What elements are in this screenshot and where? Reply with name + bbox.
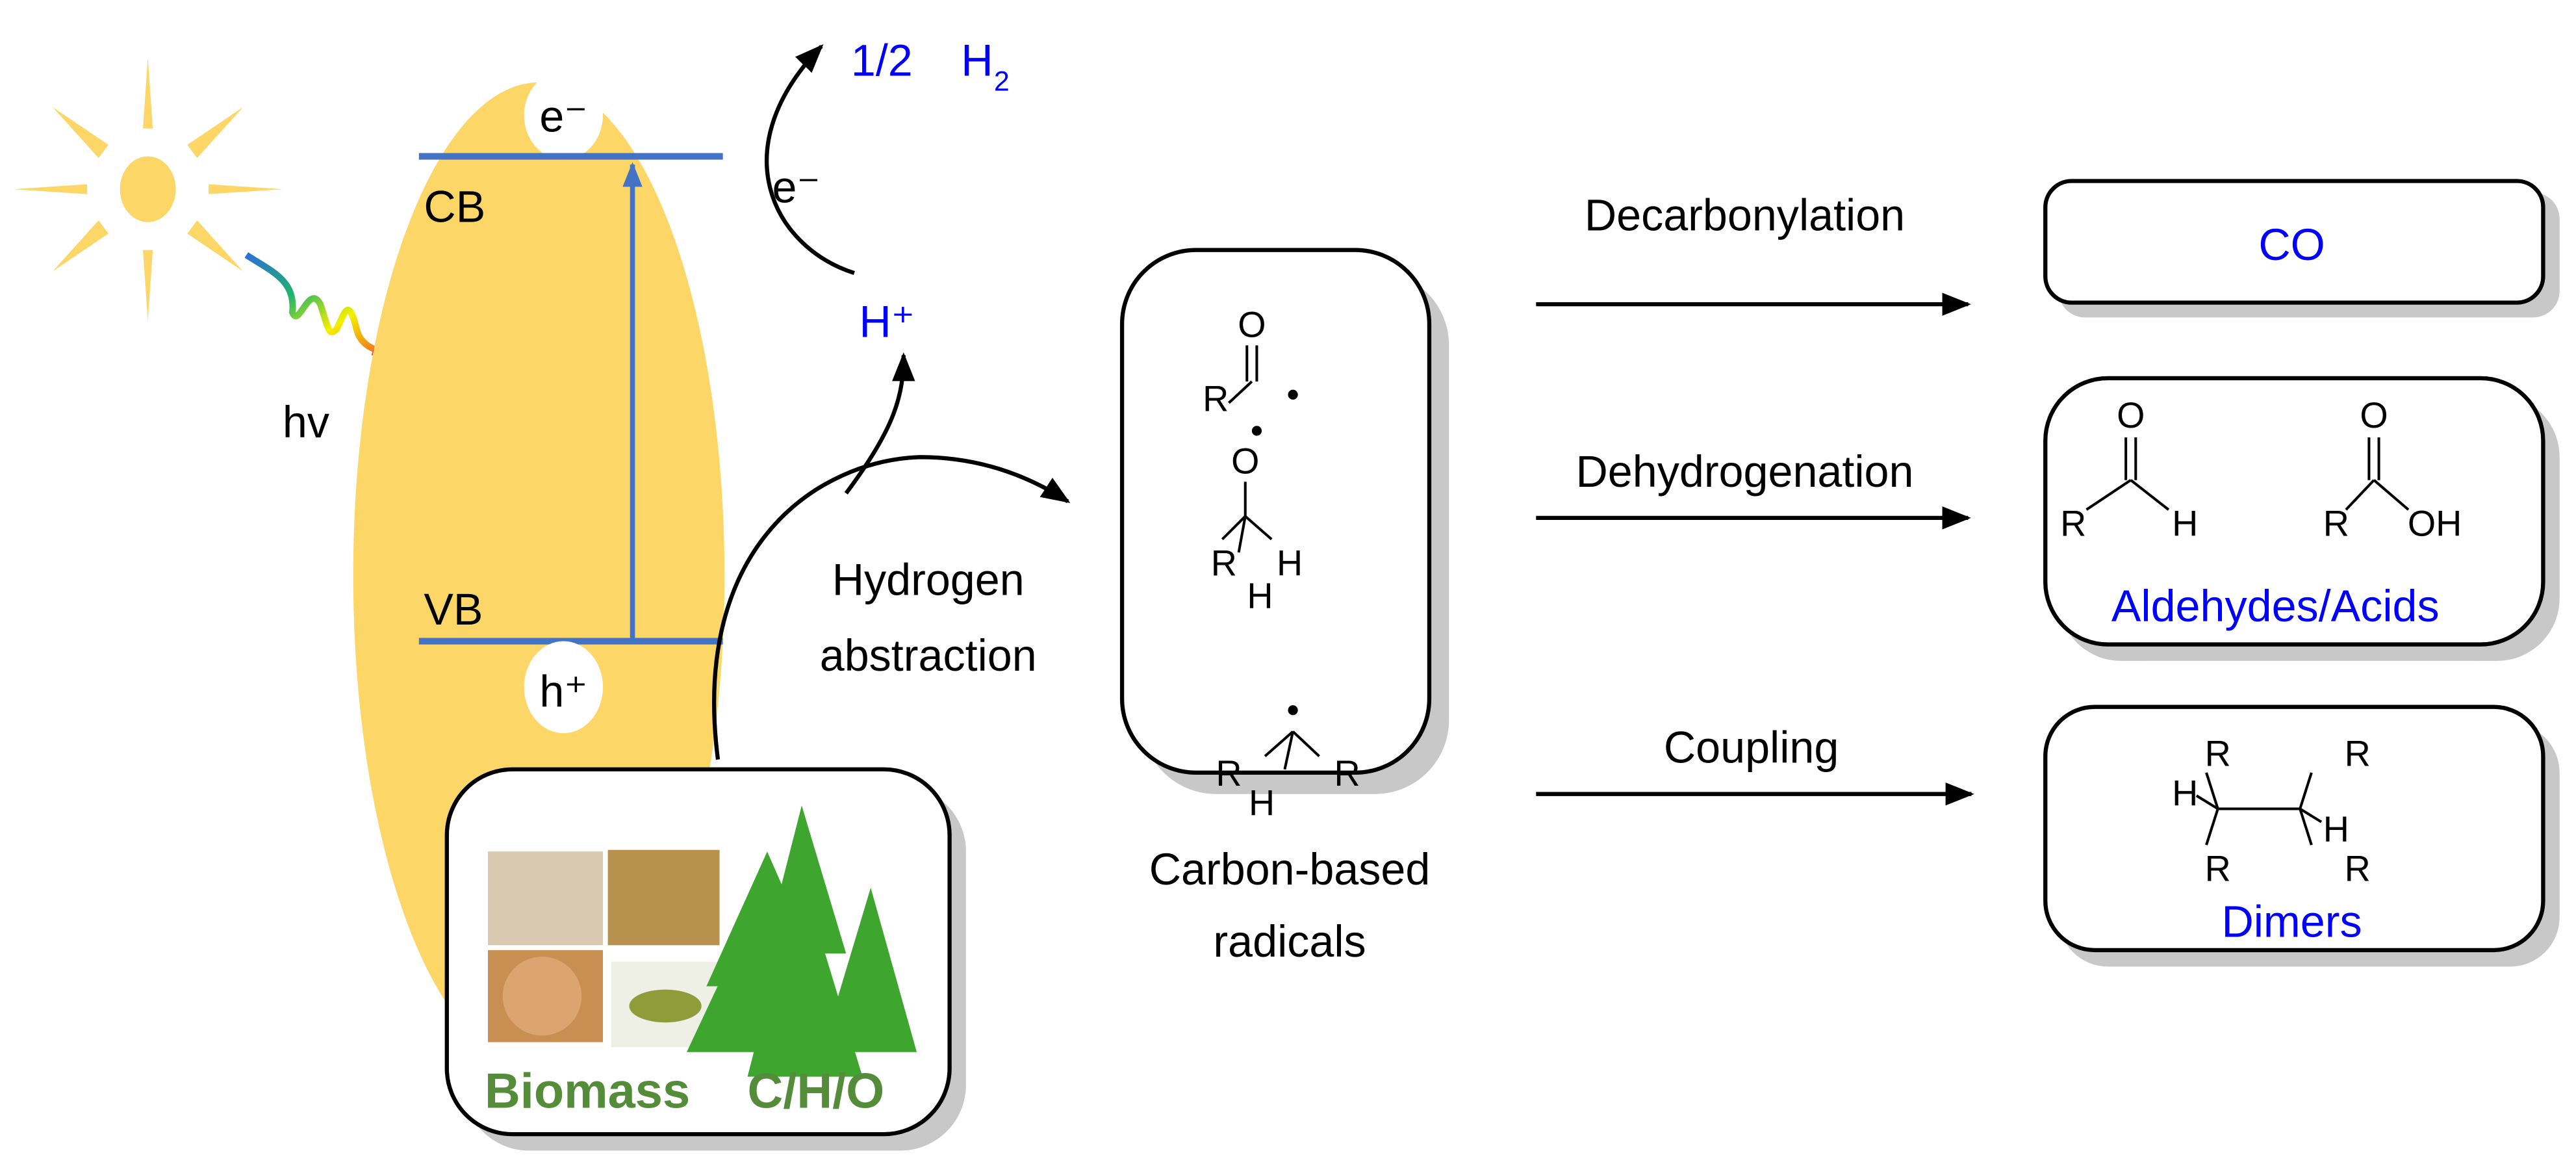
co-product-label: CO (2258, 220, 2325, 270)
hydrogen-abstraction-line1: Hydrogen (832, 556, 1025, 605)
atom-r: R (2205, 734, 2231, 774)
atom-h: H (1247, 576, 1273, 616)
cho-label: C/H/O (748, 1064, 885, 1119)
atom-h: H (1249, 783, 1275, 823)
co-product-box (2043, 179, 2545, 305)
aldehydes-acids-box (2043, 376, 2545, 647)
radicals-caption-line2: radicals (1213, 917, 1366, 966)
h2-product: H (961, 36, 993, 86)
light-wave-arrow (244, 252, 396, 359)
atom-r: R (2323, 504, 2349, 544)
biomass-photos (488, 849, 723, 1048)
cb-label: CB (424, 183, 485, 232)
radical-dot (1251, 426, 1262, 436)
h2-subscript: 2 (994, 66, 1010, 97)
acyl-radical-structure: O R (1203, 305, 1298, 419)
atom-o: O (2360, 395, 2388, 435)
vb-label: VB (424, 585, 483, 634)
atom-r: R (1203, 379, 1229, 419)
atom-o: O (2117, 395, 2145, 435)
hole-label: h⁺ (539, 667, 587, 717)
radicals-box (1119, 248, 1432, 775)
carboxylic-acid-structure: O R OH (2323, 395, 2462, 544)
trees-icon (686, 805, 917, 1077)
aldehydes-acids-label: Aldehydes/Acids (2111, 582, 2440, 631)
electron-transfer-label: e⁻ (772, 162, 820, 212)
coupling-label: Coupling (1664, 723, 1839, 773)
atom-oh: OH (2408, 504, 2462, 544)
atom-r: R (1211, 543, 1237, 583)
atom-h: H (2323, 809, 2349, 849)
radicals-caption-line1: Carbon-based (1149, 845, 1431, 894)
electron-transfer-arrow (765, 44, 855, 276)
proton-label: H⁺ (860, 298, 915, 347)
alkoxy-radical-structure: O R H H (1211, 426, 1303, 616)
h2-product-prefix: 1/2 (851, 36, 913, 86)
hay-bale-image (607, 849, 720, 946)
aldehyde-structure: O R H (2060, 395, 2198, 544)
hydrogen-abstraction-arrow (712, 455, 1071, 760)
biomass-label: Biomass (485, 1064, 690, 1119)
atom-r: R (2345, 849, 2371, 889)
decarbonylation-label: Decarbonylation (1585, 190, 1905, 240)
radical-dot (1288, 705, 1298, 716)
atom-r: R (2060, 504, 2086, 544)
dimers-box (2043, 705, 2545, 953)
atom-r: R (1216, 753, 1242, 794)
atom-o: O (1231, 441, 1259, 482)
electron-label: e⁻ (539, 92, 587, 142)
atom-h: H (2172, 773, 2198, 813)
sun-icon (13, 57, 283, 321)
wood-pellets-image (488, 851, 604, 946)
electron-bubble (524, 71, 604, 160)
hydrogen-abstraction-line2: abstraction (820, 631, 1037, 680)
dehydrogenation-label: Dehydrogenation (1575, 447, 1913, 497)
alkyl-radical-structure: R R H (1216, 705, 1360, 823)
proton-release-arrow (844, 352, 915, 495)
atom-r: R (2345, 734, 2371, 774)
atom-r: R (2205, 849, 2231, 889)
hole-bubble (524, 641, 604, 734)
atom-r: R (1334, 753, 1360, 794)
radical-dot (1288, 389, 1298, 400)
atom-h: H (2172, 504, 2198, 544)
dimers-label: Dimers (2221, 898, 2362, 947)
atom-h: H (1277, 543, 1303, 583)
dimer-structure: R H R R H R (2172, 734, 2371, 889)
atom-o: O (1238, 305, 1266, 345)
hv-label: hv (283, 398, 329, 447)
